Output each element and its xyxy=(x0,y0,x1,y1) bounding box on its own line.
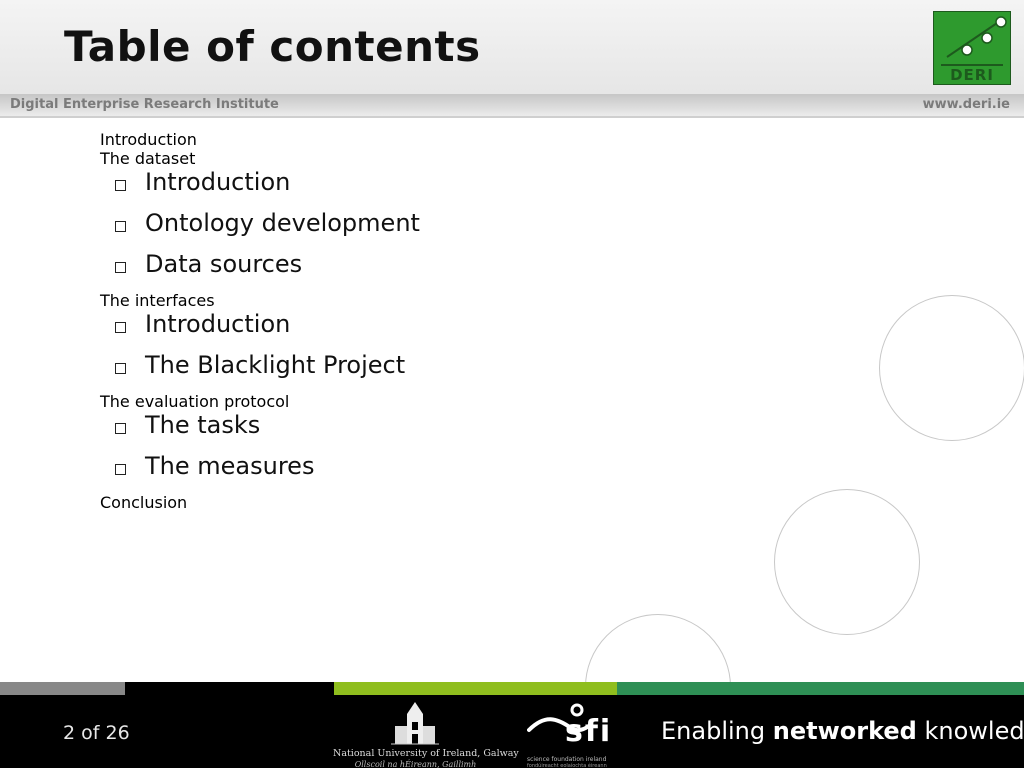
hollow-square-bullet-icon xyxy=(115,464,126,475)
institute-name: Digital Enterprise Research Institute xyxy=(10,97,279,112)
toc-item: The interfaces Introduction The Blacklig… xyxy=(100,291,760,392)
toc-subitem: Ontology development xyxy=(115,209,760,250)
page-number: 2 of 26 xyxy=(63,722,130,744)
toc-subitem-label: Ontology development xyxy=(145,209,420,237)
footer-strip-black xyxy=(125,682,334,695)
hollow-square-bullet-icon xyxy=(115,322,126,333)
tagline-prefix: Enabling xyxy=(661,717,773,745)
toc-subitem-label: The measures xyxy=(145,452,315,480)
toc-sublist: The tasks The measures xyxy=(115,411,760,493)
toc-item-label: Conclusion xyxy=(100,493,188,512)
toc-content: Introduction The dataset Introduction On… xyxy=(0,130,760,512)
toc-item: Conclusion xyxy=(100,493,760,512)
sfi-name-irish: fondúireacht eolaíochta éireann xyxy=(527,763,607,769)
toc-subitem-label: Data sources xyxy=(145,250,303,278)
nuig-name: National University of Ireland, Galway xyxy=(333,748,519,759)
toc-subitem-label: The tasks xyxy=(145,411,261,439)
sfi-wordmark: sfi xyxy=(565,714,613,749)
toc-subitem-label: Introduction xyxy=(145,168,291,196)
quadrangle-tower-icon xyxy=(391,702,439,745)
toc-sublist: Introduction Ontology development Data s… xyxy=(115,168,760,291)
hollow-square-bullet-icon xyxy=(115,221,126,232)
hollow-square-bullet-icon xyxy=(115,180,126,191)
logo-text: DERI xyxy=(950,66,994,84)
toc-item: The dataset Introduction Ontology develo… xyxy=(100,149,760,291)
sfi-name: science foundation ireland xyxy=(527,756,607,763)
toc-item: Introduction xyxy=(100,130,760,149)
hollow-square-bullet-icon xyxy=(115,363,126,374)
page-title: Table of contents xyxy=(64,22,481,71)
toc-subitem-label: The Blacklight Project xyxy=(145,351,406,379)
sfi-swoosh-icon xyxy=(527,703,593,733)
footer-strip-lime xyxy=(334,682,617,695)
toc-item-label: The evaluation protocol xyxy=(100,392,290,411)
footer-strip-gray xyxy=(0,682,125,695)
toc-item: The evaluation protocol The tasks The me… xyxy=(100,392,760,493)
toc-subitem: Data sources xyxy=(115,250,760,291)
toc-sublist: Introduction The Blacklight Project xyxy=(115,310,760,392)
decorative-circle xyxy=(774,489,920,635)
hollow-square-bullet-icon xyxy=(115,262,126,273)
hollow-square-bullet-icon xyxy=(115,423,126,434)
sub-header-bar: Digital Enterprise Research Institute ww… xyxy=(0,94,1024,118)
toc-subitem: The tasks xyxy=(115,411,760,452)
nuig-logo: National University of Ireland, Galway O… xyxy=(333,700,519,769)
tagline-bold: networked xyxy=(772,717,917,745)
toc-subitem-label: Introduction xyxy=(145,310,291,338)
slide-header: Table of contents DERI xyxy=(0,0,1024,94)
deri-logo-icon: DERI xyxy=(932,10,1012,86)
deri-logo: DERI xyxy=(932,10,1012,86)
nuig-name-irish: Ollscoil na hÉireann, Gaillimh xyxy=(354,760,477,769)
toc-item-label: The dataset xyxy=(100,149,196,168)
toc-subitem: The Blacklight Project xyxy=(115,351,760,392)
toc-item-label: Introduction xyxy=(100,130,197,149)
toc-subitem: Introduction xyxy=(115,168,760,209)
toc-list: Introduction The dataset Introduction On… xyxy=(100,130,760,512)
decorative-circle xyxy=(879,295,1024,441)
toc-item-label: The interfaces xyxy=(100,291,215,310)
slide-footer: 2 of 26 National University of Ireland, … xyxy=(0,695,1024,769)
tagline-suffix: knowledge. xyxy=(924,717,1024,745)
toc-subitem: The measures xyxy=(115,452,760,493)
website-url: www.deri.ie xyxy=(922,97,1010,112)
tagline: Enabling networked knowledge. xyxy=(661,717,1024,745)
footer-strip-teal xyxy=(617,682,1024,695)
sfi-logo: sfi science foundation ireland fondúirea… xyxy=(527,700,619,769)
toc-subitem: Introduction xyxy=(115,310,760,351)
